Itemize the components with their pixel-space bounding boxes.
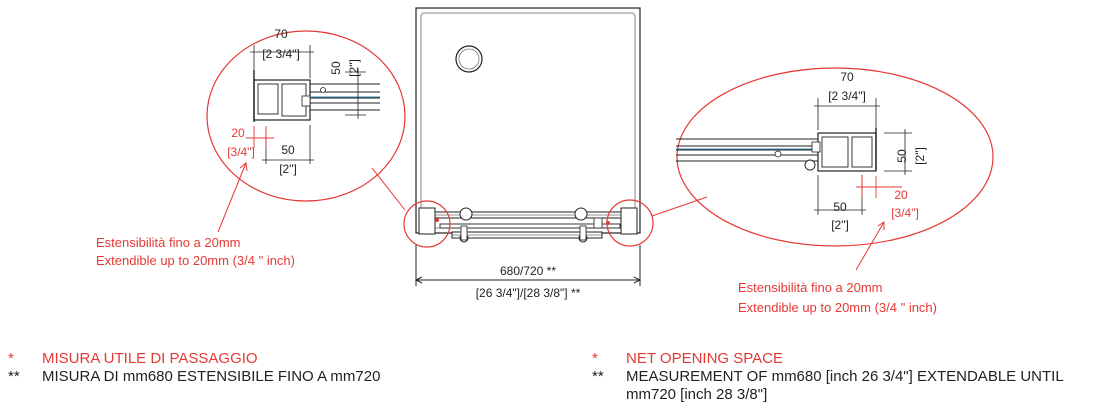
right-extend-mm: 20 [894, 188, 908, 202]
legend-en-dstar: ** [592, 368, 604, 385]
legend-en-star: * [592, 350, 598, 367]
legend-it-star-text: MISURA UTILE DI PASSAGGIO [42, 350, 258, 367]
legend-en-dstar-text-2: mm720 [inch 28 3/8"] [626, 386, 768, 403]
left-extend-inch: [3/4"] [227, 145, 255, 159]
legend-en-star-text: NET OPENING SPACE [626, 350, 783, 367]
left-profile [253, 70, 380, 122]
right-extend-inch: [3/4"] [891, 206, 919, 220]
left-width-mm: 70 [274, 27, 288, 41]
right-bottom-mm: 50 [833, 200, 847, 214]
legend-english: * NET OPENING SPACE ** MEASUREMENT OF mm68… [592, 350, 1117, 404]
legend-en-dstar-text-1: MEASUREMENT OF mm680 [inch 26 3/4"] EXTE… [626, 368, 1064, 385]
left-width-inch: [2 3/4"] [262, 47, 300, 61]
overall-dimension [414, 245, 642, 286]
left-bottom-mm: 50 [281, 143, 295, 157]
legend-it-dstar-text: MISURA DI mm680 ESTENSIBILE FINO A mm720 [42, 368, 381, 385]
detail-marker-right [606, 199, 654, 247]
left-depth-inch: [2"] [347, 59, 361, 77]
right-depth-mm: 50 [895, 149, 909, 163]
legend-it-star: * [8, 350, 14, 367]
right-note-it: Estensibilità fino a 20mm [738, 280, 883, 295]
detail-callout-right [676, 67, 994, 247]
left-extend-mm: 20 [231, 126, 245, 140]
shower-tray [415, 7, 641, 234]
right-note-en: Extendible up to 20mm (3/4 " inch) [738, 300, 937, 315]
right-depth-inch: [2"] [913, 147, 927, 165]
right-width-mm: 70 [840, 70, 854, 84]
right-width-inch: [2 3/4"] [828, 89, 866, 103]
left-note-en: Extendible up to 20mm (3/4 " inch) [96, 253, 295, 268]
left-bottom-inch: [2"] [279, 162, 297, 176]
left-note-it: Estensibilità fino a 20mm [96, 235, 241, 250]
overall-dimension-mm: 680/720 ** [500, 264, 556, 278]
drain-icon [455, 45, 483, 73]
detail-callout-left [206, 30, 406, 202]
left-depth-mm: 50 [329, 61, 343, 75]
overall-dimension-inch: [26 3/4"]/[28 3/8"] ** [476, 286, 581, 300]
legend-italian: * MISURA UTILE DI PASSAGGIO ** MISURA DI m… [8, 350, 528, 386]
legend-it-dstar: ** [8, 368, 20, 385]
detail-marker-left [403, 200, 451, 248]
right-bottom-inch: [2"] [831, 218, 849, 232]
door-rail [418, 207, 638, 243]
right-profile [676, 128, 877, 172]
